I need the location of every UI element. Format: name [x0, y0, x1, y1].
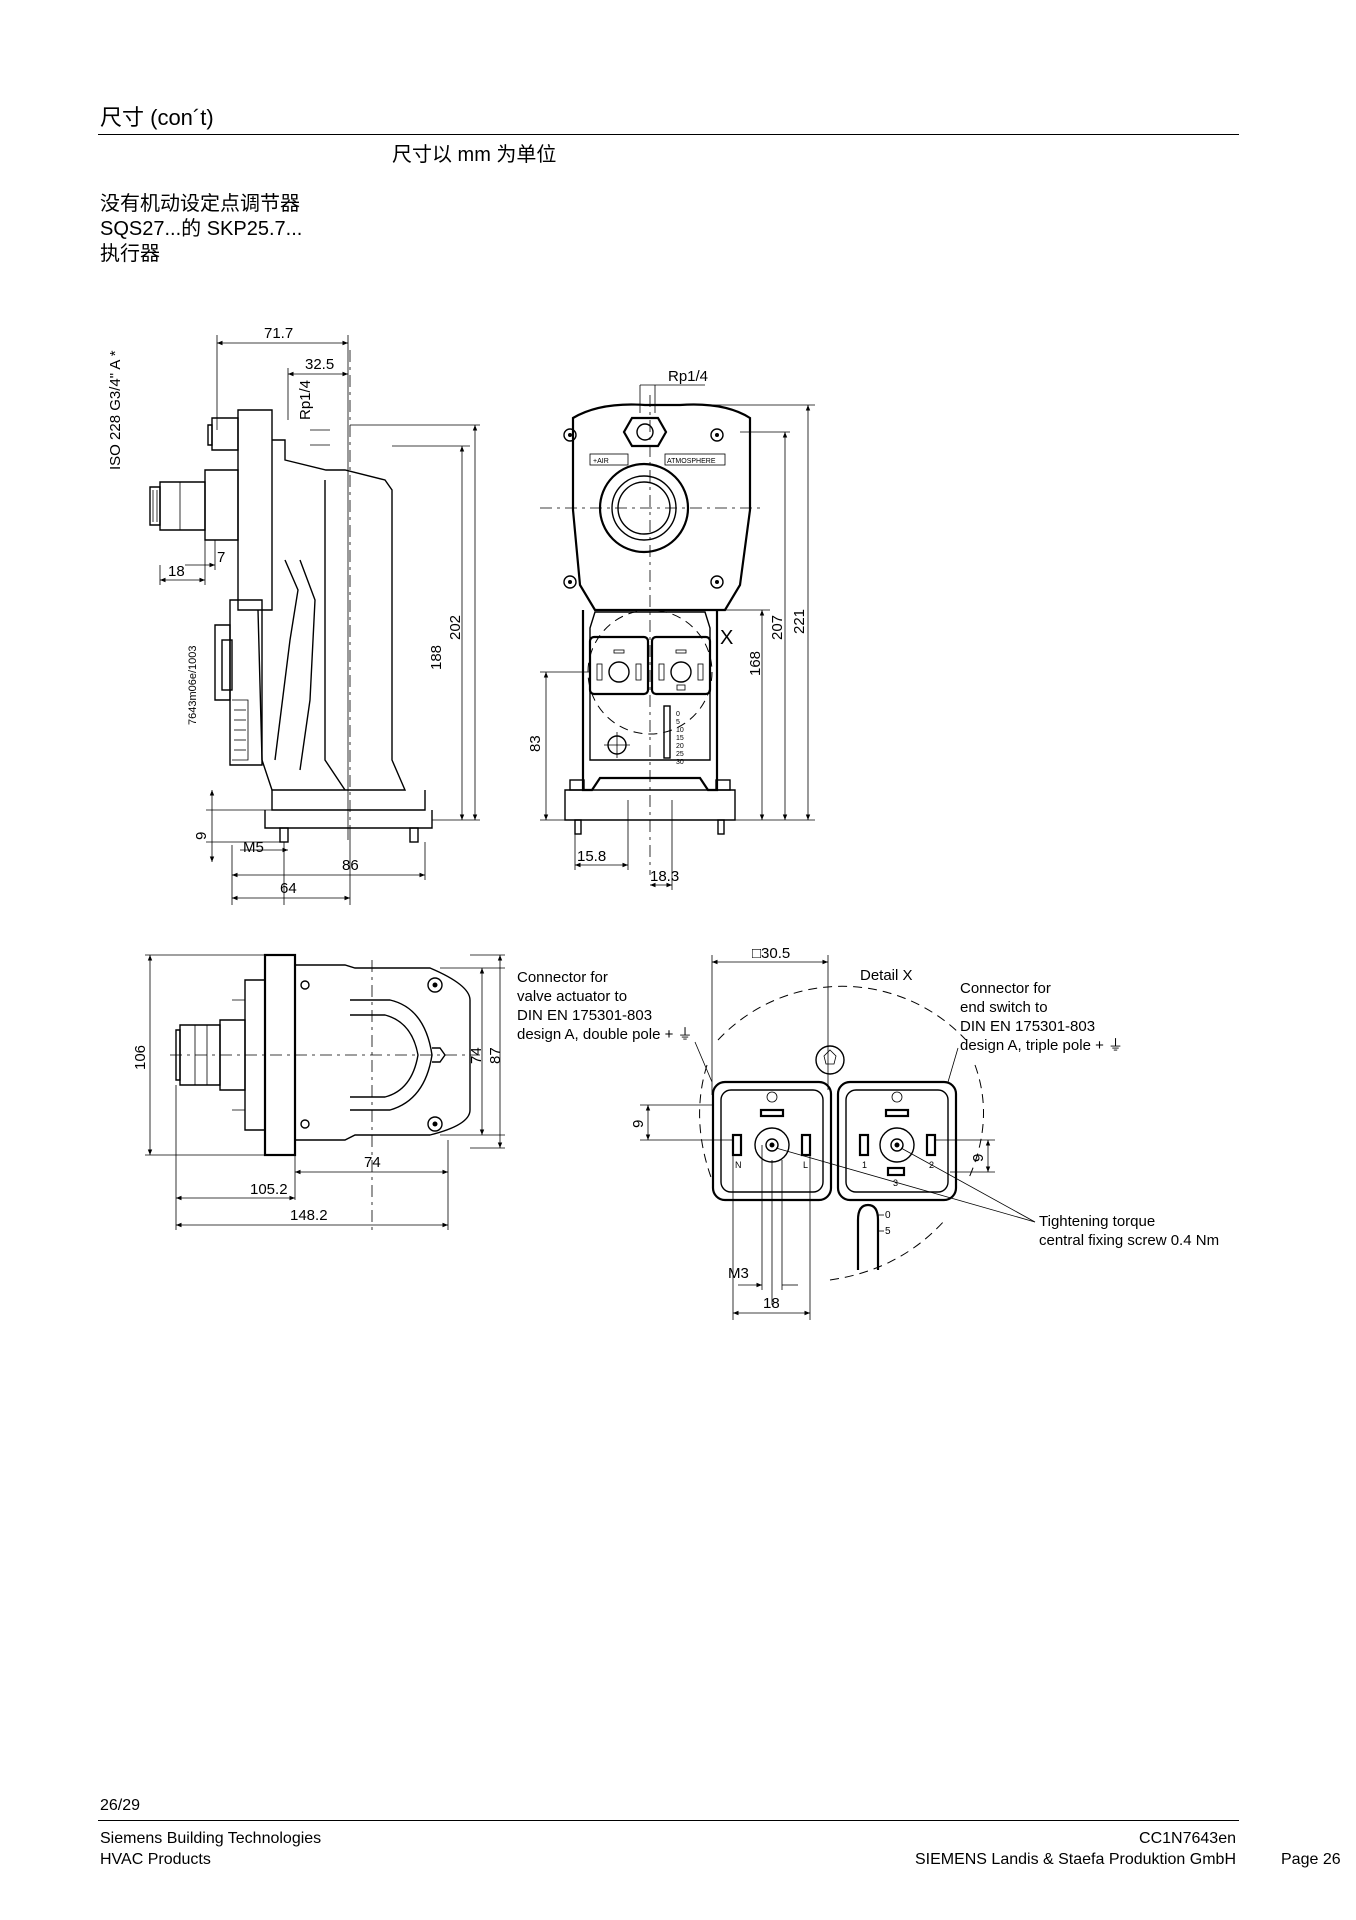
company-line-2: HVAC Products [100, 1851, 211, 1868]
front-scale: 0 5 10 15 20 25 30 [676, 711, 684, 766]
dim-106: 106 [132, 1045, 149, 1070]
units-note: 尺寸以 mm 为单位 [392, 144, 557, 166]
dim-74-vertical: 74 [468, 1047, 485, 1064]
pin-label-l: L [803, 1160, 808, 1170]
subtitle-line-3: 执行器 [100, 243, 160, 265]
right-note-line-3: DIN EN 175301-803 [960, 1018, 1095, 1035]
right-note-line-2: end switch to [960, 999, 1048, 1016]
iso-label: ISO 228 G3/4" A * [107, 350, 124, 470]
dim-87: 87 [487, 1047, 504, 1064]
right-note-line-1: Connector for [960, 980, 1051, 997]
right-note-line-4: design A, triple pole + ⏚ [960, 1037, 1123, 1054]
detail-scale-5: 5 [885, 1226, 891, 1237]
pin-label-n: N [735, 1160, 742, 1170]
dim-9-side: 9 [193, 832, 210, 840]
left-note-line-1: Connector for [517, 969, 608, 986]
dim-30-5: □30.5 [752, 945, 790, 962]
left-connector-note: Connector for valve actuator to DIN EN 1… [517, 969, 693, 1043]
front-scale-30: 30 [676, 759, 684, 766]
left-note-line-3: DIN EN 175301-803 [517, 1007, 652, 1024]
pin-label-3: 3 [893, 1178, 898, 1188]
dim-9-detail-left: 9 [630, 1120, 647, 1128]
page-counter: 26/29 [100, 1797, 141, 1814]
doc-number: CC1N7643en [1139, 1830, 1236, 1847]
dim-18-3: 18.3 [650, 868, 679, 885]
dim-86: 86 [342, 857, 359, 874]
rp-label-side: Rp1/4 [297, 380, 314, 420]
dim-188: 188 [428, 645, 445, 670]
footer-right: CC1N7643en SIEMENS Landis & Staefa Produ… [915, 1828, 1236, 1870]
subtitle-line-1: 没有机动设定点调节器 [100, 193, 300, 215]
page-label: Page 26 [1281, 1851, 1341, 1868]
front-scale-20: 20 [676, 743, 684, 750]
front-scale-0: 0 [676, 711, 680, 718]
company-right: SIEMENS Landis & Staefa Produktion GmbH [914, 1851, 1236, 1868]
side-view: 71.7 32.5 Rp1/4 ISO 228 G3/4" A * [107, 325, 480, 905]
torque-note-line-2: central fixing screw 0.4 Nm [1039, 1232, 1219, 1249]
dim-83: 83 [527, 735, 544, 752]
right-connector-note: Connector for end switch to DIN EN 17530… [960, 980, 1123, 1054]
atmosphere-label: ATMOSPHERE [667, 458, 716, 465]
dim-18-detail: 18 [763, 1295, 780, 1312]
section-title: 尺寸 (con´t) [100, 105, 214, 130]
dim-221: 221 [791, 609, 808, 634]
dim-105-2: 105.2 [250, 1181, 288, 1198]
torque-note-line-1: Tightening torque [1039, 1213, 1155, 1230]
drawing-number: 7643m06e/1003 [187, 645, 199, 725]
dim-18-side: 18 [168, 563, 185, 580]
m3-label: M3 [728, 1265, 749, 1282]
dim-64: 64 [280, 880, 297, 897]
company-line-1: Siemens Building Technologies [100, 1830, 322, 1847]
dim-15-8: 15.8 [577, 848, 606, 865]
dim-168: 168 [747, 651, 764, 676]
m5-label: M5 [243, 839, 264, 856]
front-view: Rp1/4 +AIR ATMOSPHERE [527, 368, 815, 890]
subtitle-line-2: SQS27...的 SKP25.7... [100, 218, 303, 240]
product-subtitle: 没有机动设定点调节器 SQS27...的 SKP25.7... 执行器 [100, 192, 600, 267]
left-note-line-4: design A, double pole + ⏚ [517, 1026, 693, 1043]
front-scale-5: 5 [676, 719, 680, 726]
detail-x: □30.5 Detail X N L 1 [517, 945, 1219, 1320]
dim-9-detail-right: 9 [970, 1154, 987, 1162]
dim-207: 207 [769, 615, 786, 640]
left-note-line-2: valve actuator to [517, 988, 627, 1005]
torque-note: Tightening torque central fixing screw 0… [1039, 1213, 1219, 1249]
footer-rule [98, 1820, 1239, 1821]
front-scale-25: 25 [676, 751, 684, 758]
front-scale-10: 10 [676, 727, 684, 734]
dim-32-5: 32.5 [305, 356, 334, 373]
dim-7: 7 [217, 549, 225, 566]
header-rule [98, 134, 1239, 135]
front-scale-15: 15 [676, 735, 684, 742]
dim-74-horizontal: 74 [364, 1154, 381, 1171]
footer-left: Siemens Building Technologies HVAC Produ… [100, 1828, 321, 1870]
detail-marker: X [720, 627, 733, 649]
air-label: +AIR [593, 458, 609, 465]
pin-label-1: 1 [862, 1160, 867, 1170]
rp-label-front: Rp1/4 [668, 368, 708, 385]
dim-148-2: 148.2 [290, 1207, 328, 1224]
detail-scale-0: 0 [885, 1210, 891, 1221]
dim-71-7: 71.7 [264, 325, 293, 342]
top-view: 106 74 87 74 105.2 148.2 [132, 953, 505, 1230]
dim-202: 202 [447, 615, 464, 640]
detail-title: Detail X [860, 967, 913, 984]
